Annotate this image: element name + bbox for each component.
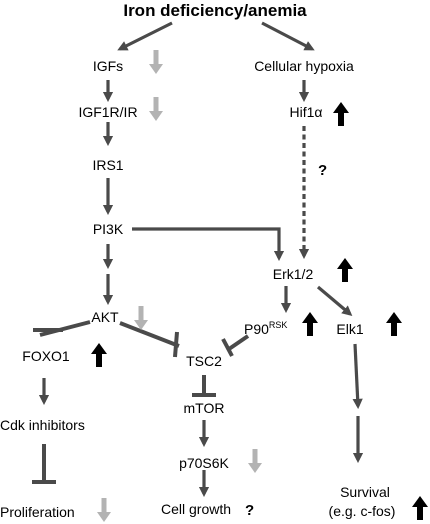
inhibit-p90rsk-to-tsc2-bar [221,338,234,357]
node-p90rsk-base: P90 [244,321,269,337]
node-foxo1: FOXO1 [22,348,70,364]
node-cellular-hypoxia: Cellular hypoxia [254,58,354,74]
node-p90rsk: P90RSK [244,320,287,337]
edge-pi3k-to-erk12 [132,227,285,262]
node-cell-growth: Cell growth [161,501,231,517]
down-arrow-icon [149,97,163,121]
question-mark-cell-growth: ? [245,502,254,519]
question-mark-hif-erk: ? [318,162,327,179]
node-p70s6k: p70S6K [179,455,229,471]
node-irs1: IRS1 [92,157,123,173]
inhibit-p90rsk-to-tsc2 [227,334,250,351]
node-erk12: Erk1/2 [273,266,314,282]
edge-erk12-to-elk1 [316,285,353,316]
edge-elk1-to-survival-1 [352,343,363,410]
node-mtor: mTOR [184,400,225,416]
edges [38,21,364,498]
node-igf1r-ir: IGF1R/IR [78,104,137,120]
node-p90rsk-superscript: RSK [269,320,288,330]
down-arrow-icon [97,498,111,522]
up-arrow-icon [412,496,428,520]
node-pi3k: PI3K [93,221,124,237]
node-survival-line2: (e.g. c-fos) [329,503,396,519]
nodes: Iron deficiency/anemia IGFs Cellular hyp… [0,1,395,520]
node-hif1a: Hif1α [290,104,323,120]
inhibition-edges [32,320,250,484]
node-igfs: IGFs [93,58,123,74]
up-arrow-icon [337,258,353,282]
inhibit-akt-to-foxo1 [39,320,91,337]
node-elk1: Elk1 [336,321,363,337]
title: Iron deficiency/anemia [123,1,307,20]
node-proliferation: Proliferation [0,504,75,520]
inhibit-akt-to-tsc2-bar [173,331,179,358]
node-survival-line1: Survival [340,484,390,500]
up-arrow-icon [386,312,402,336]
down-arrow-icon [248,449,262,473]
inhibit-akt-to-tsc2 [119,321,180,348]
up-arrow-icon [91,343,107,367]
node-tsc2: TSC2 [186,353,222,369]
node-akt: AKT [91,309,119,325]
edge-iron-to-hypoxia [261,21,315,51]
down-arrow-icon [134,306,148,330]
up-arrow-icon [333,102,349,126]
up-arrow-icon [302,312,318,336]
node-cdk-inhibitors: Cdk inhibitors [0,417,85,433]
indicators [91,50,428,522]
edge-iron-to-igfs [117,21,173,51]
down-arrow-icon [149,50,163,74]
